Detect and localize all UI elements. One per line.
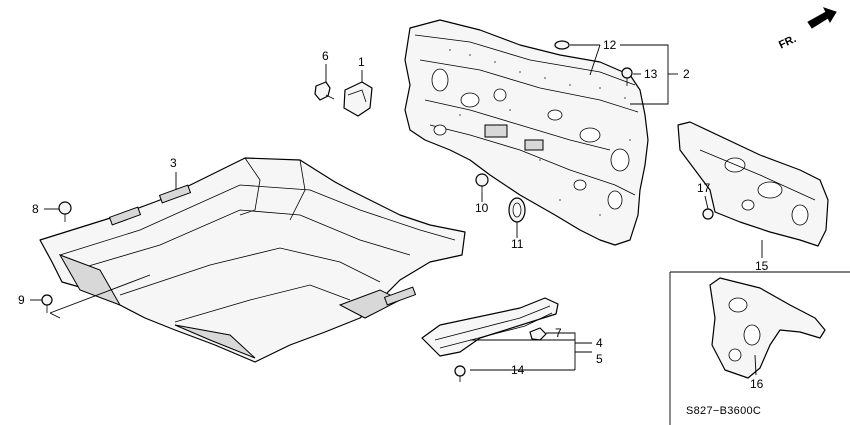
bolt-part-6[interactable] xyxy=(314,81,335,101)
callout-5: 5 xyxy=(596,352,603,366)
floor-carpet-part[interactable] xyxy=(39,157,466,363)
callout-2: 2 xyxy=(683,67,690,81)
callout-3: 3 xyxy=(170,156,177,170)
callout-15: 15 xyxy=(755,259,769,273)
callout-13: 13 xyxy=(644,67,658,81)
clip-part-14[interactable] xyxy=(454,365,466,382)
callout-17: 17 xyxy=(697,181,711,195)
grommet-part-11[interactable] xyxy=(508,197,526,223)
clip-part-1[interactable] xyxy=(343,81,373,117)
front-direction-label: FR. xyxy=(777,33,798,51)
washer-part-12[interactable] xyxy=(554,40,570,50)
callout-4: 4 xyxy=(596,336,603,350)
bulkhead-insulator-lower-part[interactable] xyxy=(709,277,826,379)
leader-lines xyxy=(30,44,763,376)
front-direction-arrow-icon xyxy=(807,7,837,29)
callout-11: 11 xyxy=(511,237,524,251)
callout-6: 6 xyxy=(322,49,329,63)
callout-16: 16 xyxy=(750,377,764,391)
callout-1: 1 xyxy=(358,55,365,69)
callout-7: 7 xyxy=(555,326,562,340)
clip-part-9[interactable] xyxy=(41,294,53,313)
diagram-reference-code: S827−B3600C xyxy=(686,405,761,417)
callout-9: 9 xyxy=(18,293,25,307)
clip-part-8[interactable] xyxy=(58,201,72,222)
callout-12: 12 xyxy=(603,38,617,52)
callout-14: 14 xyxy=(511,363,525,377)
callout-10: 10 xyxy=(475,201,489,215)
side-trim-part[interactable] xyxy=(421,297,559,357)
dashboard-insulator-part[interactable] xyxy=(404,19,649,246)
bulkhead-insulator-upper-part[interactable] xyxy=(677,121,829,247)
clip-part-7[interactable] xyxy=(529,327,547,341)
clip-part-13[interactable] xyxy=(621,67,633,86)
clip-part-10[interactable] xyxy=(475,173,489,192)
callout-8: 8 xyxy=(32,202,39,216)
bolt-part-17[interactable] xyxy=(702,208,714,220)
